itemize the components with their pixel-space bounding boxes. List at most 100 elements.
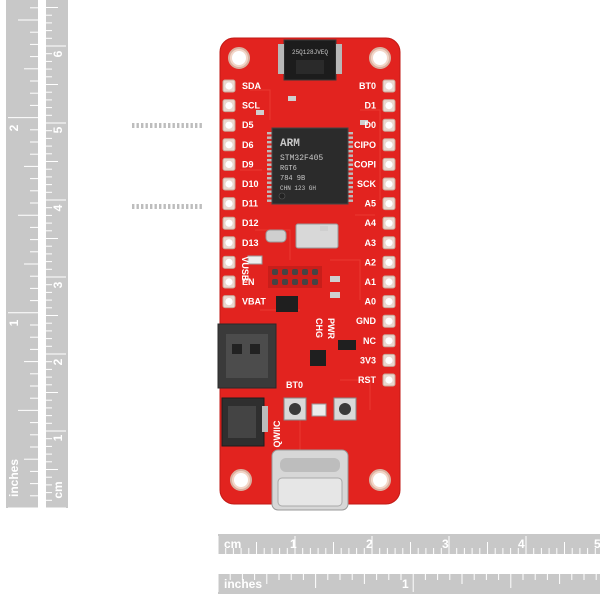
pin-label: CIPO [354, 140, 376, 150]
ruler-cm-number: 3 [442, 537, 449, 551]
header-pin [382, 275, 396, 289]
resistor [330, 292, 340, 298]
left-header [222, 79, 236, 309]
ruler-cm-number: 5 [51, 126, 65, 133]
crystal-small [265, 229, 287, 243]
ruler-cm-number: 1 [290, 537, 297, 551]
thing-plus-board: 25Q128JVEQ ARM STM32F405 RGT6 784 9B CHN… [132, 37, 401, 511]
header-pin [222, 295, 236, 309]
header-pin [382, 157, 396, 171]
regulator-chip [276, 296, 298, 312]
resistor [330, 276, 340, 282]
pin-label: VBAT [242, 297, 266, 307]
ruler-inches-label: inches [224, 577, 262, 591]
header-pin [382, 295, 396, 309]
pcb-traces [240, 89, 381, 450]
pin-label: D10 [242, 179, 259, 189]
battery-connector [217, 323, 277, 389]
pin-label: A2 [364, 257, 376, 267]
bt0-button-label: BT0 [286, 380, 303, 390]
header-pin [382, 138, 396, 152]
header-pin [222, 216, 236, 230]
header-pin [382, 255, 396, 269]
pin-label: VUSB [240, 256, 250, 282]
pin-label: NC [363, 336, 376, 346]
mounting-hole [230, 469, 252, 491]
flash-chip: 25Q128JVEQ [278, 39, 342, 81]
header-pin [382, 314, 396, 328]
mounting-hole [369, 47, 391, 69]
header-pin [222, 275, 236, 289]
header-pin [222, 236, 236, 250]
boot-button [333, 397, 357, 421]
pin-label: SDA [242, 81, 262, 91]
pin-label: GND [356, 316, 377, 326]
mcu-line3-label: 784 9B [280, 175, 305, 183]
mcu-part-label: STM32F405 [280, 154, 323, 163]
ruler-cm-number: 1 [51, 434, 65, 441]
resistor [360, 120, 368, 125]
header-pin [222, 255, 236, 269]
header-pin [222, 197, 236, 211]
usb-c-connector [271, 449, 349, 511]
ruler-cm-number: 2 [51, 358, 65, 365]
mcu-line4-label: CHN 123 GH [280, 185, 316, 192]
pin-label: A0 [364, 297, 376, 307]
ruler-inch-number: 1 [7, 319, 21, 326]
mounting-hole [228, 47, 250, 69]
header-pin [222, 79, 236, 93]
pin-label: 3V3 [360, 355, 376, 365]
header-pin [382, 79, 396, 93]
pwr-label: PWR [326, 318, 336, 339]
header-pin [222, 177, 236, 191]
pin-label: D11 [242, 199, 258, 209]
right-header [382, 79, 396, 387]
horizontal-ruler: cm 1 2 3 4 5 inches 1 [217, 534, 600, 594]
header-pin [222, 118, 236, 132]
pin-label: SCL [242, 101, 261, 111]
pin-label: A5 [364, 199, 376, 209]
ruler-cm-number: 4 [51, 204, 65, 211]
header-pin [382, 236, 396, 250]
pin-label: BT0 [359, 81, 376, 91]
swd-header [268, 266, 322, 288]
header-pin [382, 216, 396, 230]
pin-label: COPI [354, 159, 376, 169]
right-pin-labels: BT0D1D0CIPOCOPISCKA5A4A3A2A1A0GNDNC3V3RS… [354, 81, 377, 385]
mcu-chip: ARM STM32F405 RGT6 784 9B CHN 123 GH [132, 123, 353, 209]
qwiic-connector [221, 397, 268, 447]
capacitor [247, 255, 263, 265]
diode [338, 340, 356, 350]
pin-label: D6 [242, 140, 254, 150]
header-pin [382, 118, 396, 132]
crystal [295, 223, 339, 249]
pin-label: D1 [364, 101, 376, 111]
vertical-ruler: 2 1 inches 6 5 4 3 2 1 cm [6, 0, 68, 509]
ruler-cm-number: 3 [51, 281, 65, 288]
ruler-cm-label: cm [51, 481, 65, 498]
mounting-hole [369, 469, 391, 491]
led [311, 403, 327, 417]
pin-label: D9 [242, 159, 254, 169]
ruler-cm-label: cm [224, 537, 241, 551]
ruler-inch-number: 2 [7, 124, 21, 131]
ruler-inch-number: 1 [402, 577, 409, 591]
ruler-inches-label: inches [7, 459, 21, 497]
pin-label: A3 [364, 238, 376, 248]
ruler-cm-number: 2 [366, 537, 373, 551]
resistor [288, 96, 296, 101]
pin-label: A1 [364, 277, 376, 287]
mcu-brand-label: ARM [280, 138, 300, 150]
ruler-cm-number: 4 [518, 537, 525, 551]
header-pin [222, 138, 236, 152]
pin-label: D12 [242, 218, 259, 228]
chg-label: CHG [314, 318, 324, 338]
header-pin [222, 99, 236, 113]
ruler-cm-number: 6 [51, 50, 65, 57]
pin-label: EN [242, 277, 255, 287]
pin-label: SCK [357, 179, 377, 189]
pin-label: D0 [364, 120, 376, 130]
pin-label: RST [358, 375, 377, 385]
flash-chip-label: 25Q128JVEQ [292, 49, 328, 56]
